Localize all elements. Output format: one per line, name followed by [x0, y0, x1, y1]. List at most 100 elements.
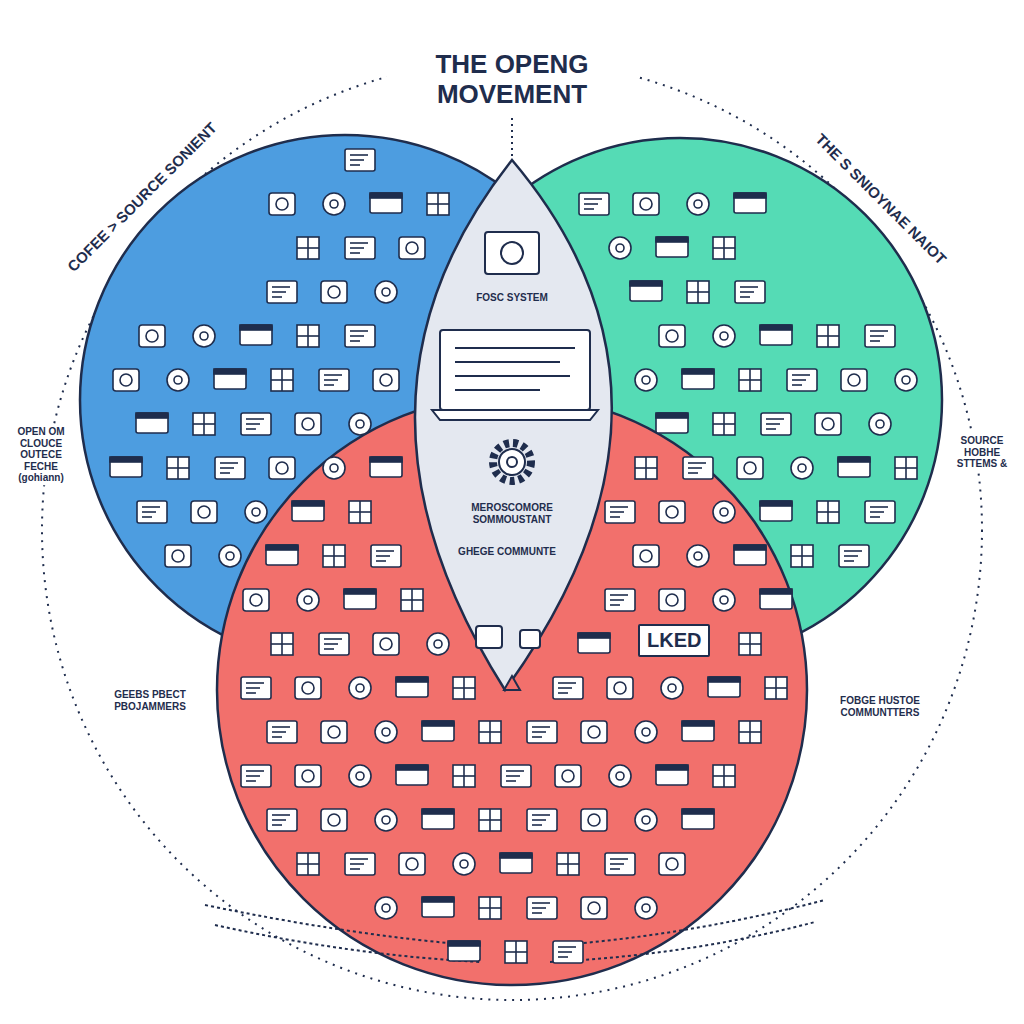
doc-icon: [501, 765, 531, 787]
icon-line: [297, 335, 319, 337]
doc-icon: [319, 633, 349, 655]
tech-icon: [633, 193, 659, 215]
grid-icon: [635, 457, 657, 479]
side-label-wrap: FOBGE HUSTOE COMMUNTTERS: [820, 694, 940, 719]
icon-line: [350, 247, 364, 249]
grid-icon: [271, 633, 293, 655]
icon-dot: [720, 596, 728, 604]
tech-icon: [739, 633, 761, 655]
grid-icon: [297, 853, 319, 875]
tech-icon: [865, 325, 895, 347]
grid-icon: [453, 677, 475, 699]
icon-lens: [588, 814, 600, 826]
camera-icon: [269, 457, 295, 479]
lens-text-wrap: MEROSCOMORE SOMMOUSTANT: [447, 502, 577, 525]
icon-line: [505, 951, 527, 953]
monitor-icon: [485, 232, 539, 274]
icon-line: [142, 506, 160, 508]
tech-icon: [581, 721, 607, 743]
grid-icon: [297, 237, 319, 259]
tech-icon: [527, 809, 557, 831]
grid-icon: [167, 457, 189, 479]
icon-line: [610, 863, 624, 865]
lens-text: GHEGE COMMUNTE: [445, 546, 569, 558]
screen-icon: [656, 413, 688, 433]
icon-line: [532, 902, 550, 904]
screen-icon: [396, 765, 428, 785]
icon-line: [870, 330, 888, 332]
tech-icon: [661, 677, 683, 699]
icon-line: [350, 858, 368, 860]
icon-line: [688, 472, 698, 474]
icon-dot: [720, 332, 728, 340]
grid-icon: [297, 325, 319, 347]
target-icon: [375, 809, 397, 831]
tech-icon: [578, 633, 610, 653]
tech-icon: [373, 369, 399, 391]
icon-line: [453, 687, 475, 689]
tech-icon: [479, 897, 501, 919]
target-icon: [713, 501, 735, 523]
tech-icon: [321, 281, 347, 303]
icon-line: [272, 736, 282, 738]
icon-lens: [380, 374, 392, 386]
title-text-wrap: THE OPENG MOVEMENT: [387, 49, 637, 111]
icon-bar: [136, 413, 168, 418]
grid-icon: [713, 237, 735, 259]
icon-line: [558, 956, 568, 958]
icon-line: [142, 516, 152, 518]
target-icon: [687, 193, 709, 215]
tech-icon: [609, 237, 631, 259]
tech-icon: [607, 677, 633, 699]
target-icon: [219, 545, 241, 567]
icon-dot: [382, 816, 390, 824]
screen-icon: [422, 809, 454, 829]
side-label: GEEBS PBECT PBOJAMMERS: [95, 688, 205, 713]
tech-icon: [869, 413, 891, 435]
icon-dot: [642, 376, 650, 384]
tech-icon: [737, 457, 763, 479]
circle-title-wrap: THE S SNIOYNAE NAIOT: [782, 100, 979, 297]
target-icon: [635, 809, 657, 831]
grid-icon: [687, 281, 709, 303]
camera-icon: [399, 853, 425, 875]
tech-icon: [605, 501, 635, 523]
icon-line: [246, 770, 264, 772]
grid-icon: [817, 325, 839, 347]
doc-icon: [345, 149, 375, 171]
bottom-dotted-text: [205, 900, 825, 962]
doc-icon: [371, 545, 401, 567]
grid-icon: [739, 633, 761, 655]
camera-icon: [815, 413, 841, 435]
target-icon: [349, 413, 371, 435]
doc-icon: [137, 501, 167, 523]
camera-icon: [191, 501, 217, 523]
gear-teeth: [493, 443, 531, 481]
icon-line: [791, 555, 813, 557]
icon-line: [558, 951, 572, 953]
lens-region: FOSC SYSTEMMEROSCOMORE SOMMOUSTANTGHEGE …: [415, 160, 615, 690]
icon-lens: [588, 902, 600, 914]
icon-line: [610, 599, 624, 601]
icon-lens: [640, 550, 652, 562]
icon-line: [246, 775, 260, 777]
tech-icon: [659, 589, 685, 611]
triangle-icon: [504, 676, 520, 690]
icon-line: [844, 550, 862, 552]
tech-icon: [345, 149, 375, 171]
tech-icon: [479, 809, 501, 831]
icon-line: [246, 423, 260, 425]
screen-icon: [448, 941, 480, 961]
icon-line: [350, 242, 368, 244]
lens-icons: [432, 232, 598, 690]
icon-line: [350, 340, 360, 342]
doc-icon: [527, 809, 557, 831]
tech-icon: [713, 765, 735, 787]
tech-icon: [659, 325, 685, 347]
tech-icon: [110, 457, 142, 477]
icon-dot: [694, 200, 702, 208]
icon-lens: [666, 330, 678, 342]
icon-line: [246, 687, 260, 689]
icon-line: [193, 423, 215, 425]
